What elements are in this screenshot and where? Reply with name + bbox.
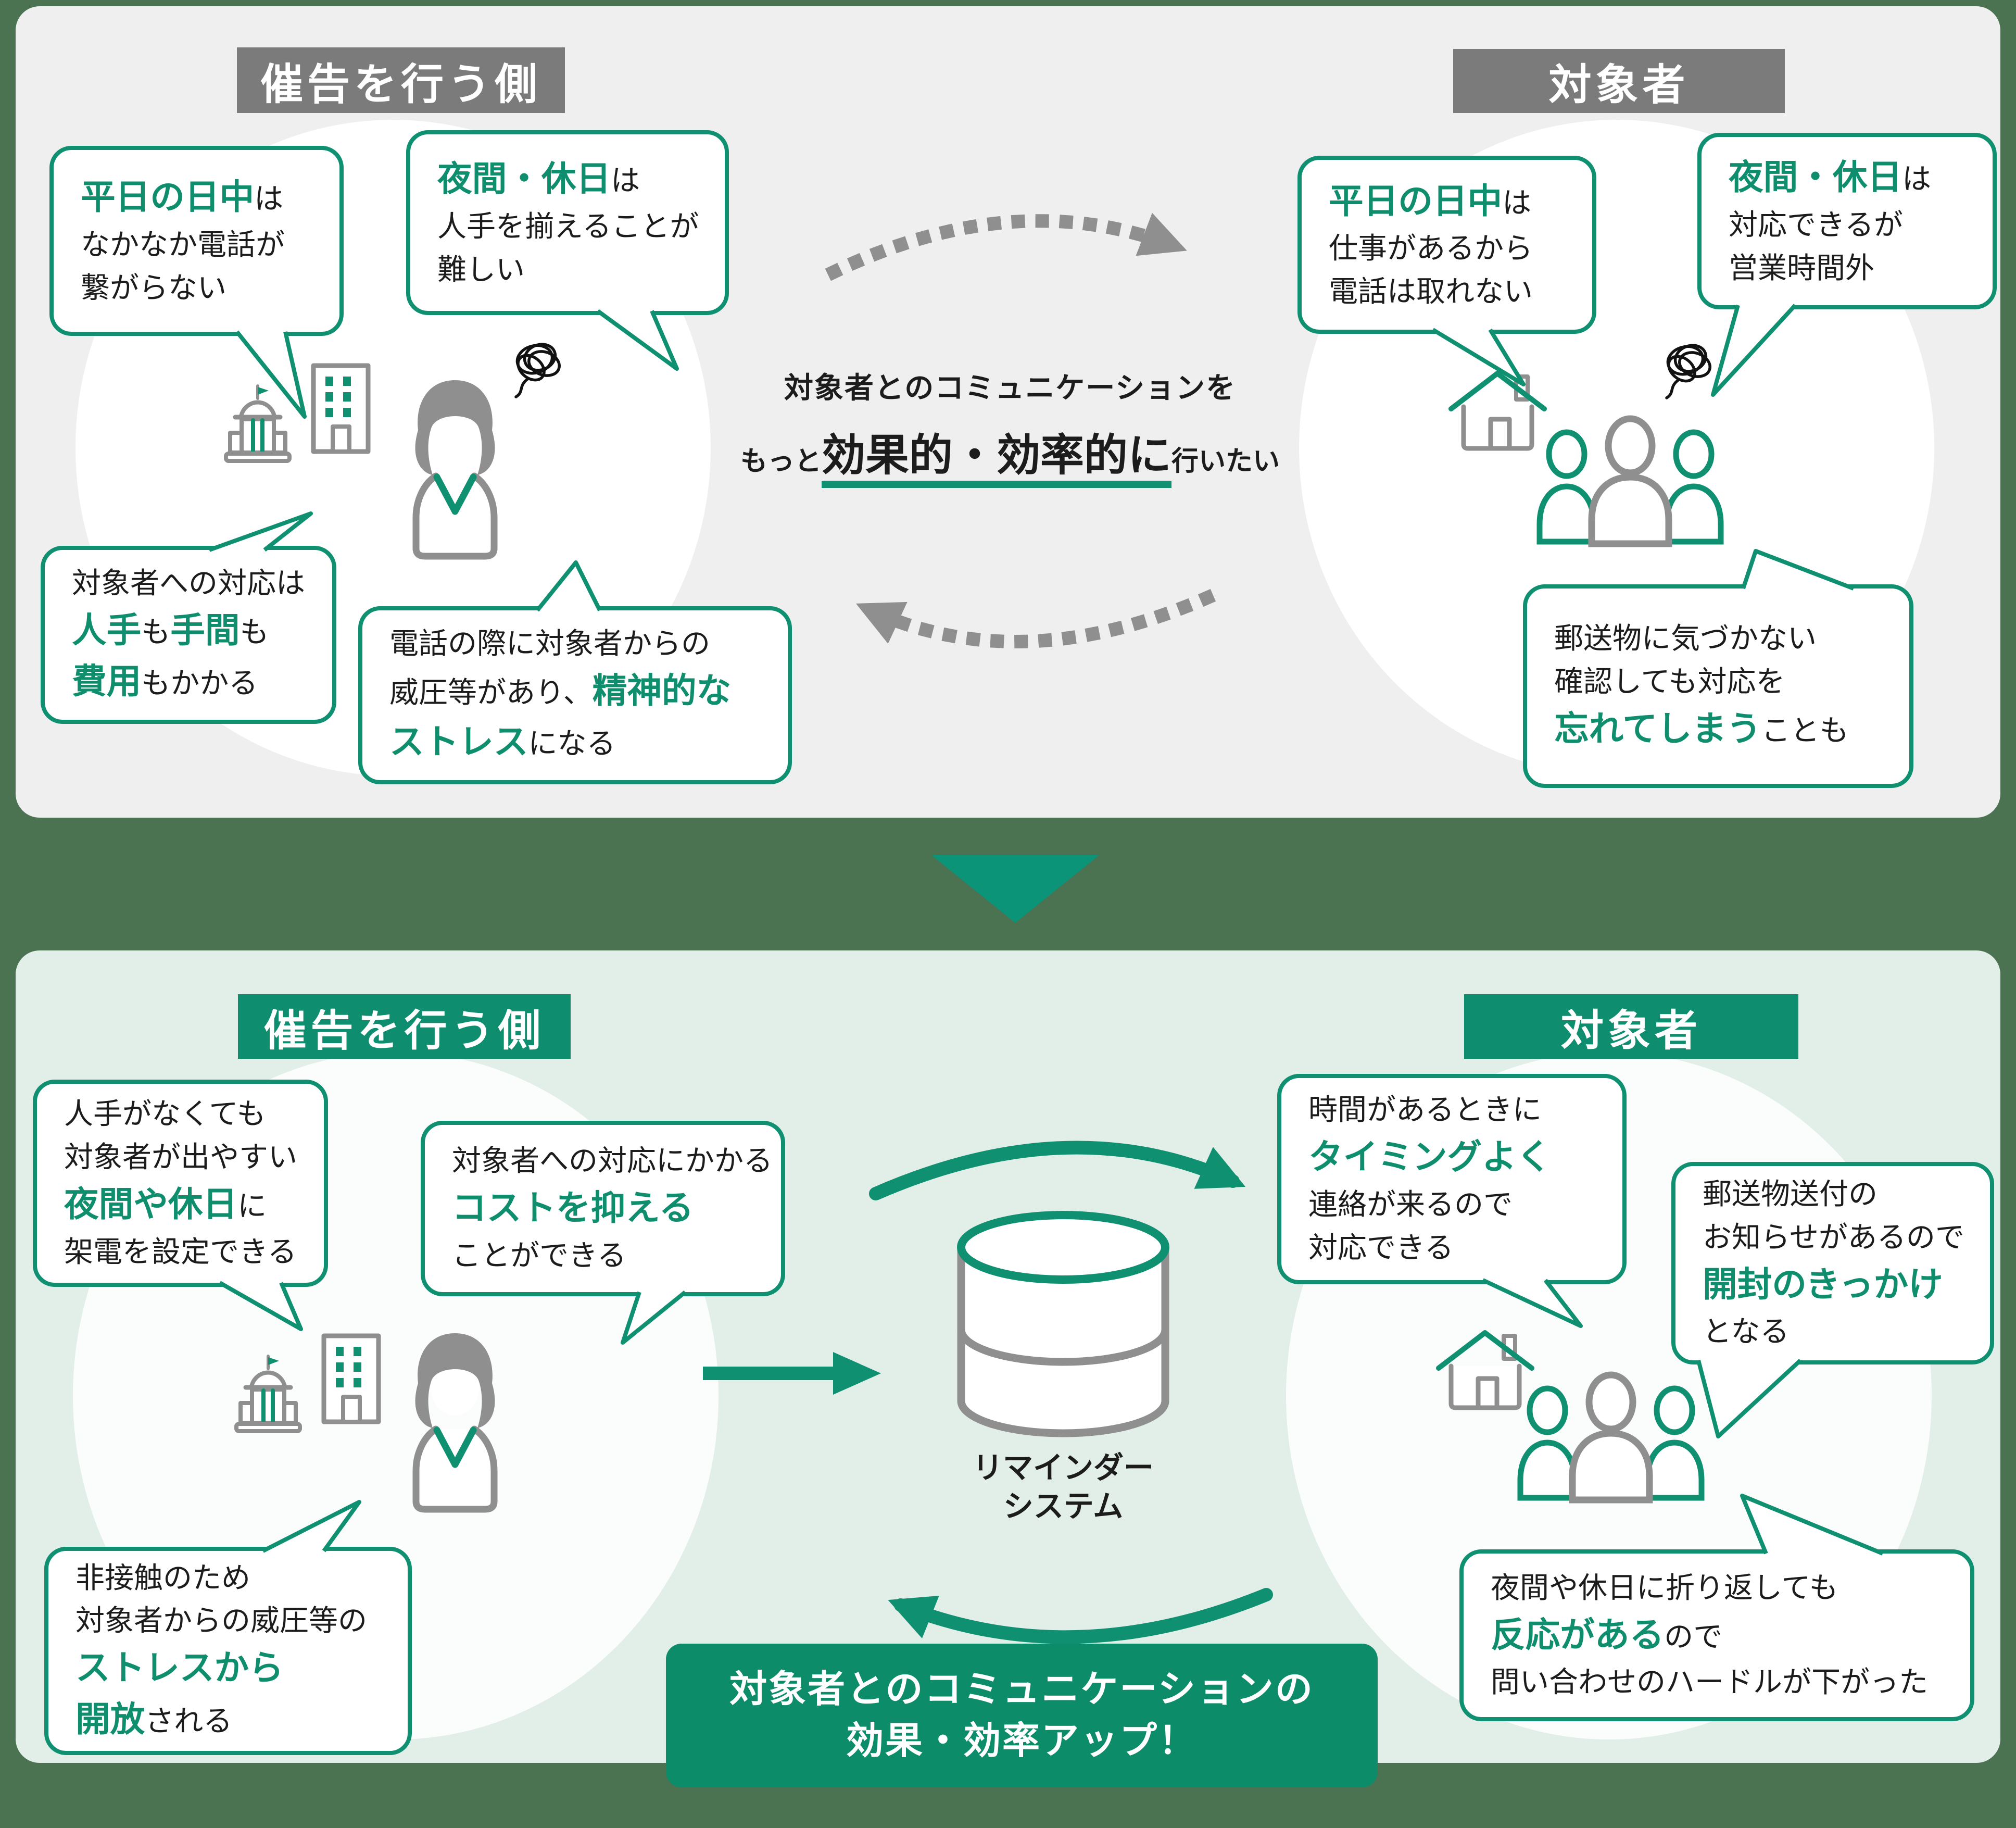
bubble-text-line: 人手を揃えることが — [437, 209, 699, 243]
bubble-text-line: ことができる — [452, 1238, 626, 1272]
speech-bubble-mail-forget-target: 郵送物に気づかない確認しても対応を忘れてしまうことも — [1523, 584, 1913, 788]
result-banner-line1: 対象者とのコミュニケーションの — [729, 1668, 1314, 1710]
bubble-text-line: 対応できるが — [1729, 208, 1903, 241]
header-target-before: 対象者 — [1453, 49, 1785, 113]
bubble-text-line: 時間があるときに — [1308, 1093, 1542, 1126]
bubble-text-line: ストレスになる — [389, 723, 616, 762]
bubble-text-line: 電話は取れない — [1329, 275, 1533, 308]
bubble-text-line: 反応があるので — [1491, 1616, 1723, 1655]
speech-bubble-weekday-daytime-caller: 平日の日中はなかなか電話が繋がらない — [49, 146, 344, 336]
bubble-text-line: 夜間・休日は — [1729, 158, 1932, 197]
bubble-text-line: 人手がなくても — [64, 1097, 266, 1131]
bubble-text-line: 開放される — [75, 1700, 233, 1739]
bubble-text-line: 営業時間外 — [1729, 251, 1874, 284]
reminder-system-label-line2: システム — [1003, 1489, 1124, 1524]
bubble-text-line: ストレスから — [75, 1649, 284, 1688]
bubble-text-line: 威圧等があり、精神的な — [389, 671, 732, 710]
header-caller-after: 催告を行う側 — [238, 994, 571, 1059]
bubble-text-line: 架電を設定できる — [64, 1235, 297, 1268]
speech-bubble-mail-open-target: 郵送物送付のお知らせがあるので開封のきっかけとなる — [1671, 1162, 1994, 1364]
bubble-text-line: コストを抑える — [452, 1189, 694, 1228]
bubble-text-line: 夜間や休日に折り返しても — [1491, 1571, 1838, 1604]
speech-bubble-cost-reduction-caller: 対象者への対応にかかるコストを抑えることができる — [421, 1121, 785, 1296]
bubble-text-line: 対象者への対応にかかる — [452, 1144, 773, 1178]
header-target-after: 対象者 — [1464, 994, 1798, 1059]
speech-bubble-night-holiday-caller: 夜間・休日は人手を揃えることが難しい — [406, 130, 729, 315]
speech-bubble-mental-stress-caller: 電話の際に対象者からの威圧等があり、精神的なストレスになる — [358, 606, 792, 784]
bubble-text-line: 連絡が来るので — [1308, 1187, 1513, 1221]
result-banner-line2: 効果・効率アップ！ — [846, 1720, 1198, 1762]
bubble-text-line: 平日の日中は — [1329, 182, 1532, 221]
bubble-text-line: タイミングよく — [1308, 1138, 1552, 1177]
bubble-text-line: 非接触のため — [75, 1561, 250, 1594]
speech-bubble-night-holiday-target: 夜間・休日は対応できるが営業時間外 — [1697, 133, 1997, 309]
problem-line2: もっと効果的・効率的に行いたい — [703, 420, 1317, 488]
speech-bubble-good-timing-target: 時間があるときにタイミングよく連絡が来るので対応できる — [1277, 1074, 1627, 1284]
problem-line2-emphasis: 効果的・効率的に — [821, 431, 1171, 488]
bubble-text-line: 平日の日中は — [81, 178, 284, 217]
bubble-text-line: なかなか電話が — [81, 228, 285, 261]
down-triangle-icon — [931, 855, 1099, 923]
problem-line1: 対象者とのコミュニケーションを — [784, 371, 1237, 404]
speech-bubble-manpower-cost-caller: 対象者への対応は人手も手間も費用もかかる — [41, 546, 336, 724]
speech-bubble-stress-free-caller: 非接触のため対象者からの威圧等のストレスから開放される — [44, 1547, 412, 1755]
bubble-text-line: 人手も手間も — [72, 611, 269, 650]
bubble-text-line: 難しい — [437, 253, 525, 286]
bubble-text-line: 忘れてしまうことも — [1554, 710, 1849, 749]
problem-statement: 対象者とのコミュニケーションを もっと効果的・効率的に行いたい — [703, 365, 1317, 488]
problem-line2-pre: もっと — [740, 446, 822, 477]
bubble-text-line: 対応できる — [1308, 1231, 1454, 1264]
bubble-text-line: 仕事があるから — [1329, 232, 1533, 265]
speech-bubble-response-hurdle-target: 夜間や休日に折り返しても反応があるので問い合わせのハードルが下がった — [1459, 1549, 1974, 1721]
bubble-text-line: 郵送物に気づかない — [1554, 622, 1817, 655]
bubble-text-line: 電話の際に対象者からの — [389, 627, 710, 660]
bubble-text-line: 対象者が出やすい — [64, 1141, 297, 1174]
bubble-text-line: 対象者からの威圧等の — [75, 1604, 367, 1637]
bubble-text-line: 確認しても対応を — [1554, 665, 1785, 698]
bubble-text-line: 夜間や休日に — [64, 1185, 267, 1224]
header-caller-before: 催告を行う側 — [237, 47, 565, 113]
bubble-text-line: 費用もかかる — [72, 662, 258, 702]
bubble-text-line: 対象者への対応は — [72, 566, 305, 599]
bubble-text-line: 郵送物送付の — [1703, 1177, 1878, 1210]
reminder-system-label: リマインダー システム — [953, 1449, 1174, 1526]
bubble-text-line: 繋がらない — [81, 271, 226, 304]
bubble-text-line: 夜間・休日は — [437, 160, 640, 199]
bubble-text-line: となる — [1703, 1315, 1790, 1348]
speech-bubble-night-call-setting-caller: 人手がなくても対象者が出やすい夜間や休日に架電を設定できる — [33, 1080, 328, 1287]
bubble-text-line: 問い合わせのハードルが下がった — [1491, 1666, 1928, 1699]
speech-bubble-weekday-daytime-target: 平日の日中は仕事があるから電話は取れない — [1297, 156, 1596, 334]
bubble-text-line: 開封のきっかけ — [1703, 1265, 1943, 1304]
problem-line2-post: 行いたい — [1171, 446, 1280, 477]
bubble-text-line: お知らせがあるので — [1703, 1220, 1964, 1254]
result-banner: 対象者とのコミュニケーションの 効果・効率アップ！ — [666, 1644, 1378, 1787]
reminder-system-label-line1: リマインダー — [972, 1451, 1154, 1485]
